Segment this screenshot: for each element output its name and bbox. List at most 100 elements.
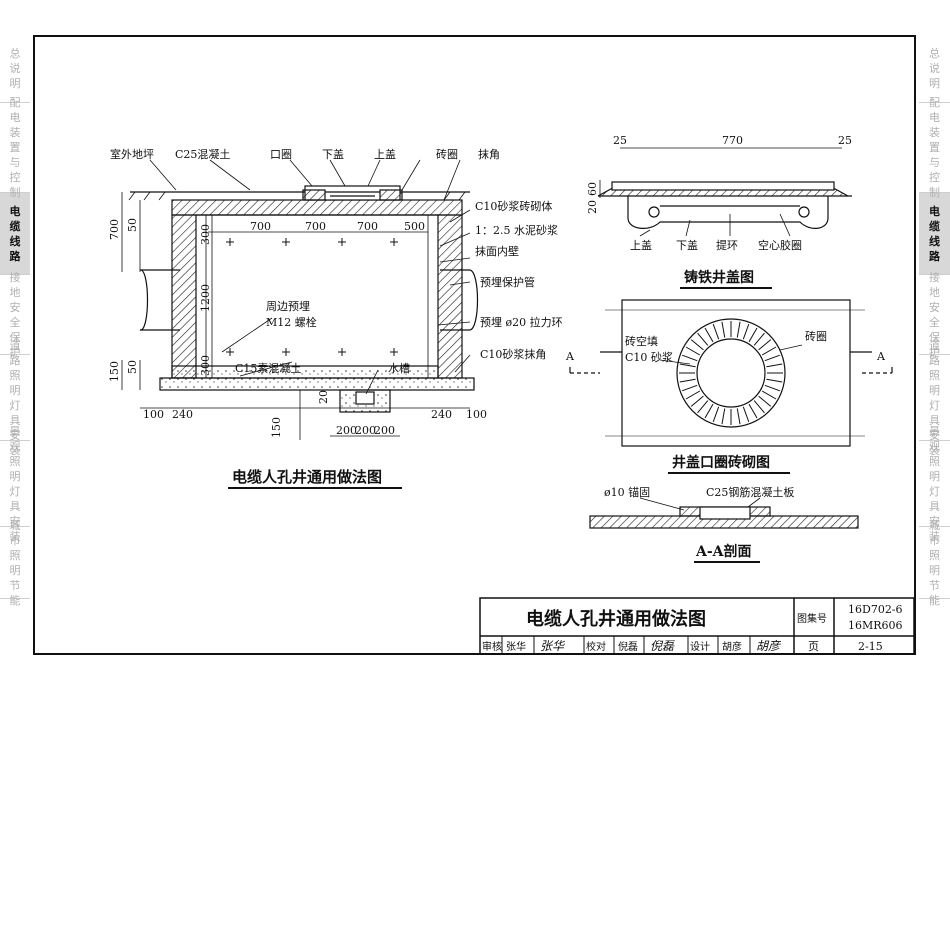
- cover-drawing-title: 铸铁井盖图: [684, 269, 754, 286]
- side-tab-energy-saving[interactable]: 城市照明节能: [0, 519, 30, 607]
- cover-label-tihuan: 提环: [716, 239, 738, 252]
- label-c10-corner: C10砂浆抹角: [480, 347, 546, 361]
- ring-brick-joint: [712, 323, 720, 340]
- ring-brick-joint: [697, 400, 709, 414]
- dim-sump-w1: 200: [336, 424, 357, 437]
- label-mojiao: 抹角: [478, 148, 500, 161]
- right-wall: [437, 214, 463, 379]
- side-tab-cable[interactable]: 电缆线路: [0, 193, 30, 275]
- ring-brick-joint: [736, 408, 741, 425]
- side-tab-grounding-right[interactable]: 接地安全保护: [919, 271, 950, 359]
- cover-label-tube: 空心胶圈: [758, 238, 802, 252]
- label-kouquan: 口圈: [270, 148, 292, 161]
- label-c25: C25混凝土: [175, 147, 230, 161]
- ring-brick-joint: [721, 408, 726, 425]
- label-xiagai: 下盖: [322, 147, 344, 161]
- main-drawing-title: 电缆人孔井通用做法图: [232, 468, 382, 486]
- title-block-check-signature: 倪磊: [650, 639, 676, 653]
- side-tab-road-lighting-right[interactable]: 道路照明灯具安装: [919, 339, 950, 457]
- title-block-atlas-no-2: 16MR606: [848, 619, 903, 632]
- ring-brick-joint: [758, 339, 772, 351]
- ring-brick-joint: [764, 384, 781, 392]
- label-c10-masonry: C10砂浆砖砌体: [475, 199, 552, 213]
- side-tab-general[interactable]: 总说明: [0, 35, 30, 103]
- side-tab-general-right[interactable]: 总说明: [919, 35, 950, 103]
- ring-brick-joint: [679, 378, 696, 383]
- ring-brick-joint: [766, 378, 783, 383]
- dim-left-50a: 50: [126, 218, 139, 232]
- title-block-text: 电缆人孔井通用做法图 图集号 16D702-6 16MR606 页 2-15 审…: [482, 603, 903, 653]
- label-inner-wall: 抹面内壁: [475, 244, 519, 258]
- dim-bottom-240a: 240: [172, 408, 193, 421]
- ring-label-a-right: A: [876, 350, 886, 363]
- ring-brick-joint: [697, 332, 709, 346]
- manhole-labels: 室外地坪 C25混凝土 口圈 下盖 上盖 砖圈 抹角 C10砂浆砖砌体 1：2.…: [108, 147, 563, 486]
- side-tab-distribution-right[interactable]: 配电装置与控制: [919, 96, 950, 199]
- c15-layer: [171, 365, 439, 379]
- side-tab-energy-saving-right[interactable]: 城市照明节能: [919, 519, 950, 607]
- title-block-check-label: 校对: [586, 640, 606, 653]
- ring-brick-joint: [748, 403, 758, 419]
- ring-brick-joint: [753, 332, 765, 346]
- title-block-review-label: 审核: [482, 640, 502, 653]
- ring-brick-joint: [766, 363, 783, 368]
- label-protect-pipe: 预埋保护管: [480, 275, 535, 289]
- label-zhuanquan: 砖圈: [436, 147, 458, 161]
- label-water-trough: 水槽: [388, 362, 410, 375]
- title-block-atlas-no-1: 16D702-6: [848, 603, 903, 616]
- ring-label-fill-1: 砖空填: [625, 334, 658, 348]
- ring-brick-joint: [704, 403, 714, 419]
- title-block-page-label: 页: [808, 640, 819, 653]
- manhole-drawing: [121, 159, 479, 440]
- ring-drawing: [569, 299, 893, 447]
- ring-brick-joint: [764, 354, 781, 362]
- section-label-anchor: ø10 锚固: [604, 485, 650, 499]
- side-tab-road-lighting[interactable]: 道路照明灯具安装: [0, 339, 30, 457]
- title-block-design-label: 设计: [690, 640, 710, 653]
- label-bolt-1: 周边预埋: [266, 300, 310, 313]
- ring-brick-joint: [704, 327, 714, 343]
- side-tab-grounding[interactable]: 接地安全保护: [0, 271, 30, 359]
- title-block-page-no: 2-15: [858, 640, 883, 653]
- dim-top-1: 700: [250, 220, 271, 233]
- cover-label-shanggai: 上盖: [630, 238, 652, 252]
- side-tab-landscape-lighting-right[interactable]: 景观照明灯具安装: [919, 425, 950, 543]
- ring-brick-joint: [742, 406, 750, 423]
- left-wall: [171, 214, 197, 379]
- dim-left-50b: 50: [126, 360, 139, 374]
- cover-dim-mid: 770: [722, 134, 743, 147]
- ring-brick-joint: [679, 363, 696, 368]
- label-bolt-2: M12 螺栓: [266, 315, 317, 329]
- label-c15: C15素混凝土: [235, 361, 301, 375]
- dim-bottom-100b: 100: [466, 408, 487, 421]
- dim-sump-20: 20: [317, 390, 330, 404]
- ring-label-a-left: A: [565, 350, 575, 363]
- side-tab-cable-right[interactable]: 电缆线路: [919, 193, 950, 275]
- dim-left-150: 150: [108, 361, 121, 382]
- ring-brick-joint: [690, 395, 704, 407]
- section-drawing-title: A-A剖面: [695, 543, 752, 560]
- ring-brick-joint: [736, 321, 741, 338]
- dim-sump-w2: 200: [355, 424, 376, 437]
- ring-drawing-title: 井盖口圈砖砌图: [672, 454, 770, 471]
- dim-sump-w3: 200: [374, 424, 395, 437]
- section-drawing: [589, 497, 859, 529]
- ring-brick-joint: [681, 384, 698, 392]
- ring-brick-joint: [685, 390, 701, 400]
- ring-brick-joint: [742, 323, 750, 340]
- label-shanggai: 上盖: [374, 147, 396, 161]
- title-block-check-name: 倪磊: [618, 641, 638, 653]
- dim-left-700: 700: [108, 219, 121, 240]
- ring-brick-joint: [748, 327, 758, 343]
- label-mortar: 1：2.5 水泥砂浆: [475, 223, 558, 237]
- label-ground: 室外地坪: [110, 147, 154, 161]
- base-slab: [159, 377, 475, 391]
- dim-inner-1200: 1200: [199, 284, 212, 312]
- ring-bricks: [679, 321, 783, 425]
- side-tab-distribution[interactable]: 配电装置与控制: [0, 96, 30, 199]
- side-tab-landscape-lighting[interactable]: 景观照明灯具安装: [0, 425, 30, 543]
- right-side-nav: 总说明 配电装置与控制 电缆线路 接地安全保护 道路照明灯具安装 景观照明灯具安…: [919, 35, 950, 607]
- ring-labels: 砖空填 C10 砂浆 砖圈 A A 井盖口圈砖砌图: [565, 329, 886, 471]
- ring-brick-joint: [685, 346, 701, 356]
- section-labels: ø10 锚固 C25钢筋混凝土板 A-A剖面: [604, 485, 794, 560]
